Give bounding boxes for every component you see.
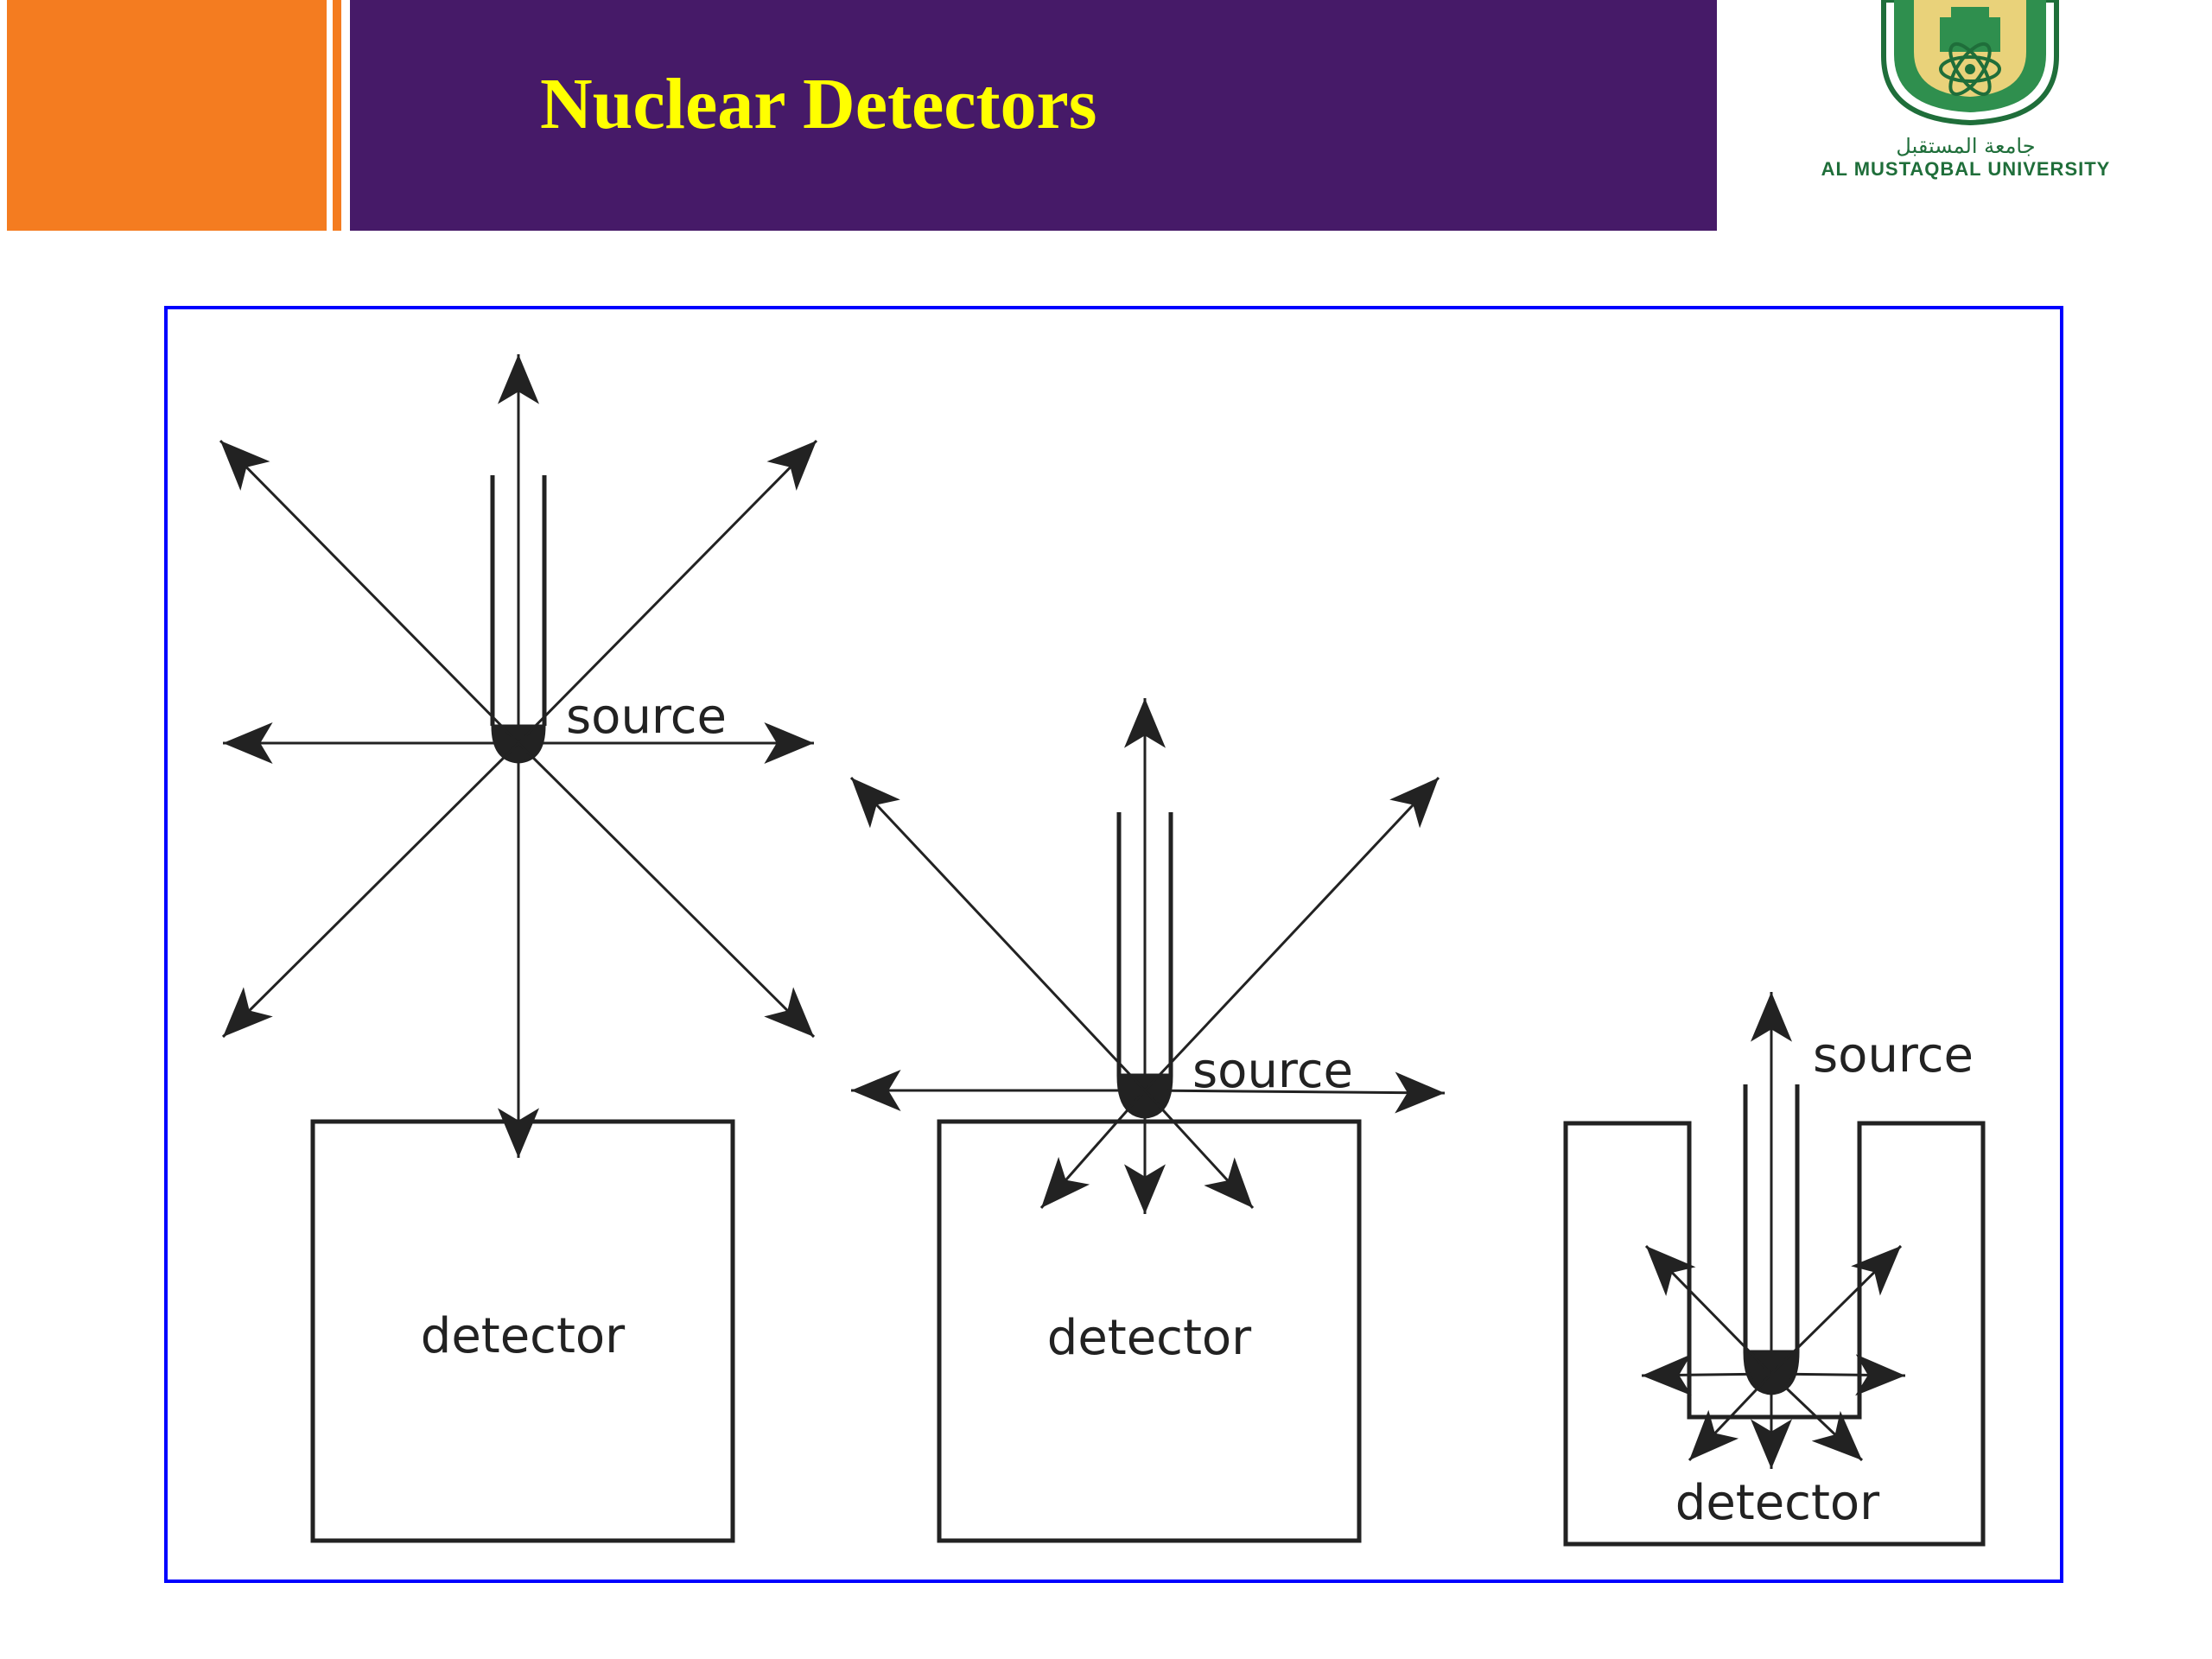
- university-seal-icon: [1881, 0, 2059, 126]
- detector-label-1: detector: [421, 1308, 626, 1364]
- slide-title: Nuclear Detectors: [540, 64, 1097, 144]
- header-purple-band: [350, 0, 1717, 231]
- detector-box-2: [937, 1119, 1362, 1543]
- header-orange-stripe: [333, 0, 341, 231]
- source-label-2: source: [1192, 1043, 1353, 1099]
- source-label-3: source: [1813, 1027, 1974, 1084]
- source-label-1: source: [566, 689, 727, 745]
- university-logo: جامعة المستقبل AL MUSTAQBAL UNIVERSITY: [1789, 0, 2152, 186]
- arrows-set-3: [1641, 992, 1906, 1469]
- logo-arabic-text: جامعة المستقبل: [1896, 134, 2036, 158]
- detector-label-3: detector: [1675, 1475, 1880, 1531]
- configuration-distant-source: [490, 475, 547, 764]
- arrows-set-1: [219, 354, 818, 1158]
- arrows-set-2: [849, 697, 1446, 1214]
- detector-label-2: detector: [1047, 1310, 1252, 1366]
- logo-english-text: AL MUSTAQBAL UNIVERSITY: [1821, 158, 2111, 180]
- diagram-frame: [164, 306, 2063, 1583]
- detector-box-1: [310, 1119, 735, 1543]
- header-orange-block: [7, 0, 327, 231]
- well-detector-box: [1563, 1121, 1986, 1547]
- source-holder-1: [490, 475, 547, 764]
